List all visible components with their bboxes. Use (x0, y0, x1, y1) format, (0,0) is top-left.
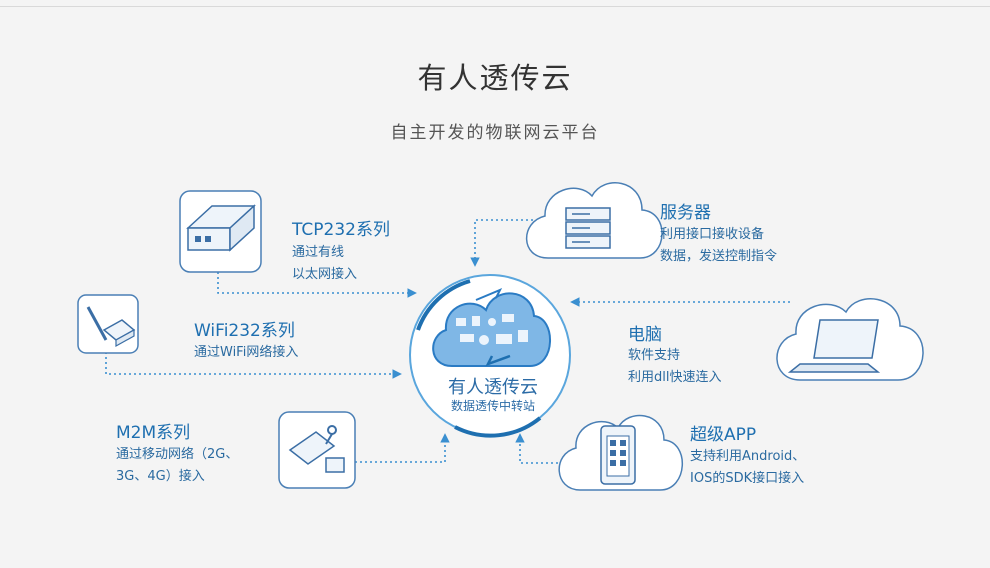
m2m-desc-line: 3G、4G）接入 (116, 469, 205, 484)
connector-lines (105, 219, 790, 464)
wifi232-desc-line: 通过WiFi网络接入 (194, 345, 299, 360)
app-label: 超级APP (690, 425, 757, 445)
app-desc-line: 支持利用Android、 (690, 449, 806, 464)
pc-label: 电脑 (628, 325, 662, 345)
m2m-label: M2M系列 (116, 423, 191, 443)
page-subtitle: 自主开发的物联网云平台 (390, 123, 600, 143)
m2m-module-icon (278, 411, 356, 489)
router-icon (179, 190, 262, 273)
pc-desc: 软件支持 利用dll快速连入 (628, 345, 721, 389)
m2m-desc-line: 通过移动网络（2G、 (116, 447, 239, 462)
pc-desc-line: 软件支持 (628, 348, 681, 363)
tcp232-label: TCP232系列 (292, 220, 390, 240)
tcp232-desc-line: 通过有线 (292, 245, 345, 260)
server-icon (525, 182, 663, 259)
server-desc-line: 数据，发送控制指令 (660, 249, 778, 264)
server-desc: 利用接口接收设备 数据，发送控制指令 (660, 224, 777, 268)
m2m-desc: 通过移动网络（2G、 3G、4G）接入 (116, 444, 238, 488)
app-desc-line: IOS的SDK接口接入 (690, 471, 805, 486)
wifi-module-icon (77, 294, 139, 354)
wifi232-desc: 通过WiFi网络接入 (194, 342, 298, 364)
page-title: 有人透传云 (417, 61, 573, 95)
center-title: 有人透传云 (448, 377, 538, 398)
wifi232-label: WiFi232系列 (194, 321, 295, 341)
server-label: 服务器 (660, 203, 711, 223)
tcp232-desc: 通过有线 以太网接入 (292, 242, 357, 286)
server-desc-line: 利用接口接收设备 (660, 227, 765, 242)
top-divider (0, 6, 990, 7)
cloud-icon (432, 288, 551, 367)
tcp232-desc-line: 以太网接入 (292, 267, 358, 282)
laptop-icon (776, 298, 924, 381)
center-subtitle: 数据透传中转站 (450, 399, 535, 413)
phone-icon (558, 414, 684, 491)
pc-desc-line: 利用dll快速连入 (628, 370, 722, 385)
app-desc: 支持利用Android、 IOS的SDK接口接入 (690, 446, 805, 490)
